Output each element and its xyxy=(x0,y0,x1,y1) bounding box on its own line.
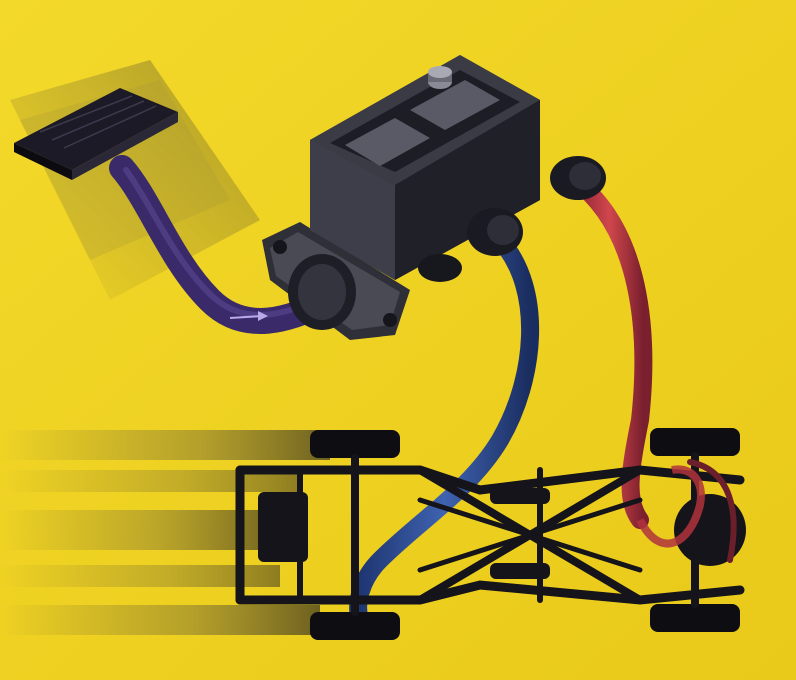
wheel-icon xyxy=(650,428,740,456)
wheel-icon xyxy=(650,604,740,632)
wheel-icon xyxy=(310,430,400,458)
wheel-icon xyxy=(310,612,400,640)
